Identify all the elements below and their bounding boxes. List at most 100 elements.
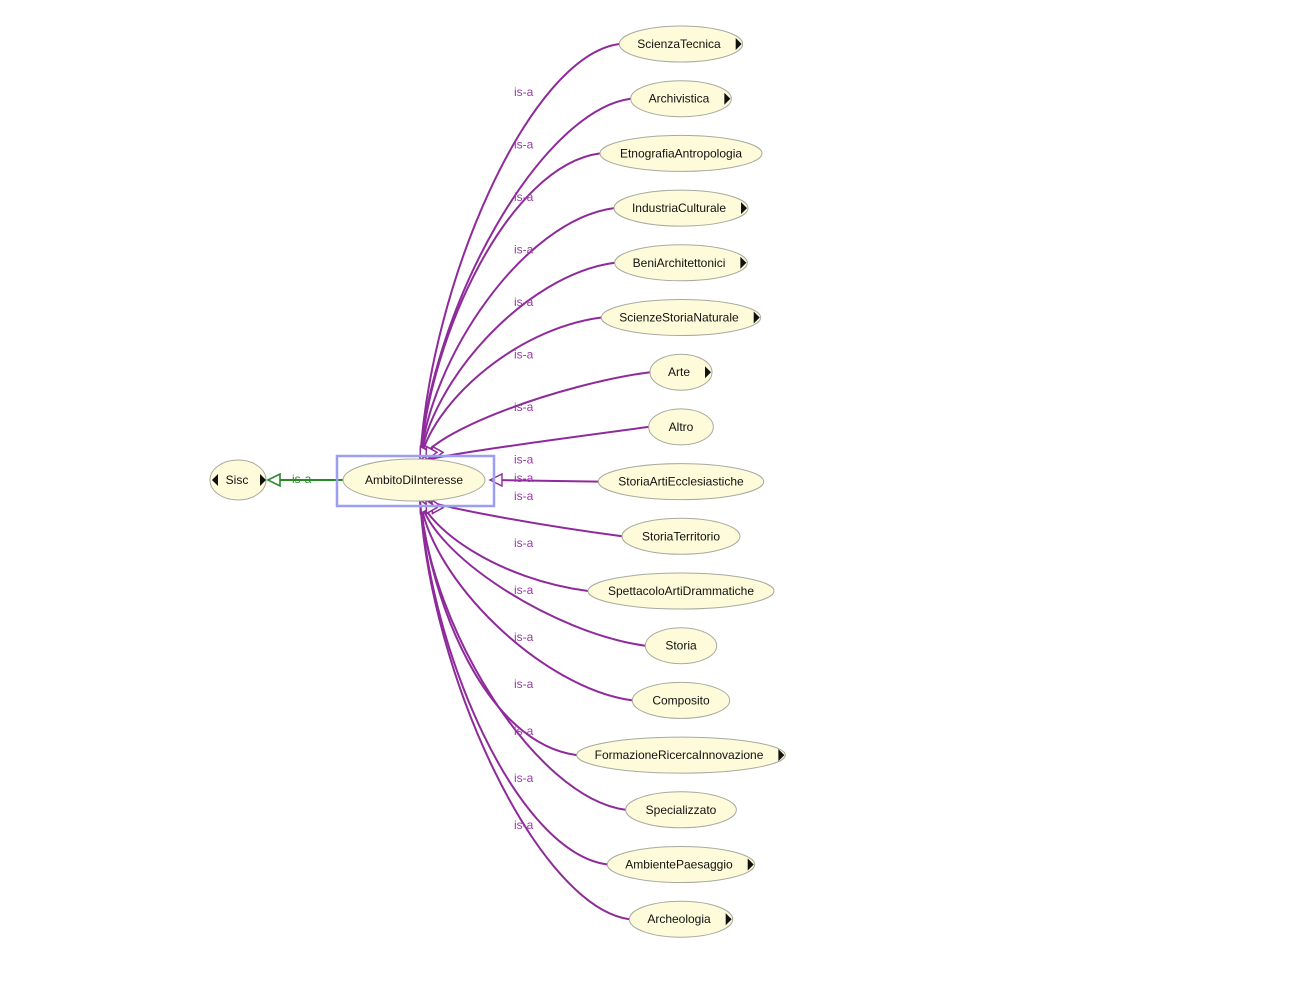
child-node-label: SpettacoloArtiDrammatiche xyxy=(608,584,754,598)
is-a-edge-label: is-a xyxy=(514,677,534,691)
child-node-label: BeniArchitettonici xyxy=(633,256,726,270)
child-node[interactable]: ScienzeStoriaNaturale xyxy=(600,299,762,336)
focus-node-ellipse[interactable] xyxy=(342,458,486,502)
is-a-edge-label: is-a xyxy=(514,630,534,644)
child-node-ellipse[interactable] xyxy=(628,900,734,938)
child-node[interactable]: Composito xyxy=(631,681,731,719)
is-a-edge-label: is-a xyxy=(514,348,534,362)
is-a-edge xyxy=(419,497,589,592)
is-a-edge xyxy=(419,497,623,538)
child-node-ellipse[interactable] xyxy=(621,517,741,555)
focus-layer: AmbitoDiInteresse xyxy=(335,454,496,508)
is-a-edge-label: is-a xyxy=(514,85,534,99)
nodes-layer: ScienzaTecnicaArchivisticaEtnografiaAntr… xyxy=(576,25,786,938)
is-a-edge xyxy=(419,261,615,463)
child-node[interactable]: IndustriaCulturale xyxy=(613,189,749,227)
focus-node-ambito[interactable]: AmbitoDiInteresse xyxy=(335,454,496,508)
child-node-label: StoriaArtiEcclesiastiche xyxy=(618,475,744,489)
is-a-edge-label: is-a xyxy=(514,190,534,204)
child-node[interactable]: AmbientePaesaggio xyxy=(606,846,756,883)
is-a-edge-label: is-a xyxy=(514,138,534,152)
child-node-label: StoriaTerritorio xyxy=(642,529,720,543)
parent-edge-label: is-a xyxy=(292,472,312,486)
child-node-ellipse[interactable] xyxy=(613,189,749,227)
child-node-ellipse[interactable] xyxy=(606,846,756,883)
is-a-edge-label: is-a xyxy=(514,295,534,309)
child-node-label: Archeologia xyxy=(647,912,711,926)
child-node-ellipse[interactable] xyxy=(599,134,763,172)
parent-node-sisc[interactable]: Sisc xyxy=(209,459,267,501)
expand-right-icon[interactable] xyxy=(725,913,732,926)
is-a-edge xyxy=(419,497,646,647)
expand-right-icon[interactable] xyxy=(724,92,731,105)
child-node-label: ScienzeStoriaNaturale xyxy=(619,311,739,325)
expand-right-icon[interactable] xyxy=(260,474,266,486)
child-node[interactable]: FormazioneRicercaInnovazione xyxy=(576,736,786,774)
is-a-edge-label: is-a xyxy=(514,818,534,832)
is-a-edge xyxy=(489,479,599,483)
expand-right-icon[interactable] xyxy=(735,38,742,50)
is-a-edge xyxy=(419,43,620,463)
child-node-ellipse[interactable] xyxy=(630,80,732,118)
focus-highlight-box xyxy=(335,454,496,508)
expand-right-icon[interactable] xyxy=(753,311,760,324)
child-node[interactable]: StoriaArtiEcclesiastiche xyxy=(597,463,765,501)
child-node-label: Arte xyxy=(668,365,690,379)
child-node-ellipse[interactable] xyxy=(644,627,718,665)
is-a-edge-label: is-a xyxy=(514,489,534,503)
child-node-ellipse[interactable] xyxy=(625,791,737,829)
child-node-ellipse[interactable] xyxy=(648,408,714,446)
collapse-left-icon[interactable] xyxy=(212,474,218,486)
is-a-edge xyxy=(419,152,601,463)
is-a-edge-label: is-a xyxy=(514,536,534,550)
is-a-edge-label: is-a xyxy=(514,400,534,414)
is-a-edge-arrowhead xyxy=(488,472,503,488)
child-node-ellipse[interactable] xyxy=(600,299,762,336)
is-a-edge-label: is-a xyxy=(514,583,534,597)
child-node-label: EtnografiaAntropologia xyxy=(620,146,742,160)
child-node[interactable]: ScienzaTecnica xyxy=(618,25,744,63)
child-node[interactable]: Archivistica xyxy=(630,80,732,118)
parent-edge-arrowhead xyxy=(266,472,281,488)
child-node-ellipse[interactable] xyxy=(576,736,786,774)
child-node[interactable]: Specializzato xyxy=(625,791,737,829)
is-a-edge-label: is-a xyxy=(514,471,534,485)
expand-right-icon[interactable] xyxy=(705,366,712,379)
child-node[interactable]: StoriaTerritorio xyxy=(621,517,741,555)
is-a-edge-label: is-a xyxy=(514,724,534,738)
child-node-ellipse[interactable] xyxy=(597,463,765,501)
child-node[interactable]: BeniArchitettonici xyxy=(614,244,748,282)
is-a-edge xyxy=(419,497,626,811)
expand-right-icon[interactable] xyxy=(741,202,748,215)
expand-right-icon[interactable] xyxy=(778,749,785,762)
focus-node-label: AmbitoDiInteresse xyxy=(365,473,463,487)
child-node[interactable]: Archeologia xyxy=(628,900,734,938)
is-a-edge xyxy=(419,497,633,702)
expand-right-icon[interactable] xyxy=(747,858,754,871)
child-node-label: Specializzato xyxy=(646,803,717,817)
child-node-ellipse[interactable] xyxy=(649,353,713,391)
child-node[interactable]: Altro xyxy=(648,408,714,446)
parent-node-label: Sisc xyxy=(226,473,249,487)
is-a-edge xyxy=(419,316,602,463)
is-a-edge xyxy=(419,497,630,921)
child-node[interactable]: EtnografiaAntropologia xyxy=(599,134,763,172)
child-node-ellipse[interactable] xyxy=(587,572,775,610)
child-node-label: IndustriaCulturale xyxy=(632,201,726,215)
child-node-ellipse[interactable] xyxy=(631,681,731,719)
child-node[interactable]: SpettacoloArtiDrammatiche xyxy=(587,572,775,610)
is-a-edge-label: is-a xyxy=(514,453,534,467)
child-node-label: ScienzaTecnica xyxy=(637,37,721,51)
child-node-label: Altro xyxy=(669,420,694,434)
child-node[interactable]: Storia xyxy=(644,627,718,665)
is-a-edge-label: is-a xyxy=(514,771,534,785)
child-node-ellipse[interactable] xyxy=(614,244,748,282)
child-node[interactable]: Arte xyxy=(649,353,713,391)
is-a-edge xyxy=(419,207,615,463)
expand-right-icon[interactable] xyxy=(740,256,747,269)
is-a-edge-label: is-a xyxy=(514,243,534,257)
edge-labels-layer: is-a is-a is-a is-a is-a is-a is-a is-a is-a is-a… xyxy=(514,85,534,832)
child-node-ellipse[interactable] xyxy=(618,25,744,63)
child-node-label: Archivistica xyxy=(649,92,710,106)
